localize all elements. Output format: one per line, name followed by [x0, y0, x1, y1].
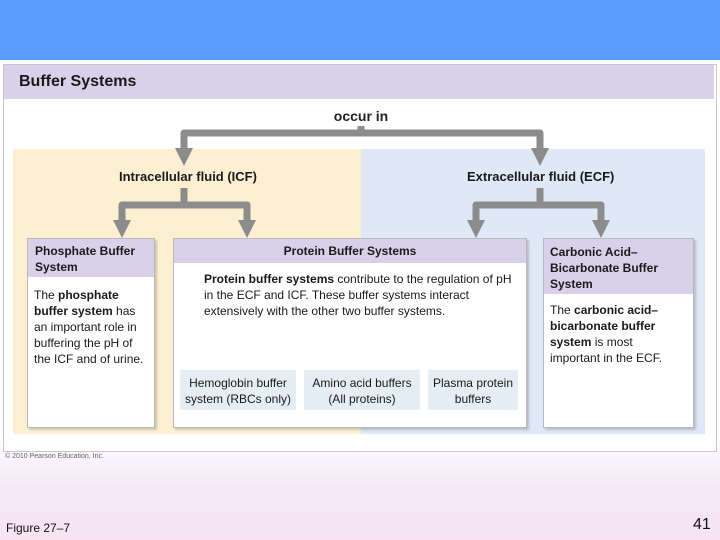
phosphate-title-line2: System	[35, 260, 78, 274]
phosphate-title-line1: Phosphate Buffer	[35, 244, 136, 258]
phosphate-body: The phosphate buffer system has an impor…	[28, 277, 154, 367]
carbonic-title-line2: Bicarbonate Buffer	[550, 261, 659, 275]
hemoglobin-buffer-box: Hemoglobin buffer system (RBCs only)	[180, 370, 296, 410]
panel-title: Buffer Systems	[19, 73, 137, 90]
protein-text-1: Protein buffer systems	[204, 272, 335, 286]
page-number: 41	[693, 516, 711, 533]
phosphate-text-5: has an important role in buffering the p…	[34, 304, 144, 366]
plasma-protein-line1: Plasma protein	[432, 376, 514, 390]
plasma-protein-line2: buffers	[454, 392, 492, 406]
copyright-note: © 2010 Pearson Education, Inc.	[5, 453, 104, 460]
phosphate-buffer-box: Phosphate Buffer System The phosphate bu…	[27, 238, 155, 428]
phosphate-title: Phosphate Buffer System	[28, 239, 154, 277]
amino-acid-buffer-box: Amino acid buffers (All proteins)	[304, 370, 420, 410]
phosphate-text-2: phosphate	[58, 288, 119, 302]
hemoglobin-line2: system (RBCs only)	[184, 392, 291, 406]
figure-label: Figure 27–7	[6, 521, 71, 535]
phosphate-text-4: buffer system	[34, 304, 113, 318]
protein-body: Protein buffer systems contribute to the…	[174, 263, 526, 319]
carbonic-title-line3: System	[550, 277, 593, 291]
panel-header	[4, 65, 714, 99]
carbonic-title-line1: Carbonic Acid–	[550, 245, 638, 259]
protein-title: Protein Buffer Systems	[174, 239, 526, 263]
carbonic-title: Carbonic Acid– Bicarbonate Buffer System	[544, 239, 693, 294]
protein-text-2: contribute to the regulation of pH in th…	[204, 272, 512, 318]
carbonic-text-3: is most important in the ECF.	[550, 335, 663, 365]
amino-acid-line2: (All proteins)	[328, 392, 396, 406]
top-banner	[0, 0, 720, 60]
amino-acid-line1: Amino acid buffers	[312, 376, 412, 390]
plasma-protein-buffer-box: Plasma protein buffers	[428, 370, 518, 410]
carbonic-body: The carbonic acid–bicarbonate buffer sys…	[544, 294, 693, 366]
hemoglobin-line1: Hemoglobin buffer	[189, 376, 287, 390]
ecf-label: Extracellular fluid (ECF)	[467, 169, 615, 184]
phosphate-text-1: The	[34, 288, 59, 302]
carbonic-text-1: The	[550, 303, 575, 317]
carbonic-text-2: carbonic acid–bicarbonate buffer system	[550, 303, 659, 349]
icf-label: Intracellular fluid (ICF)	[119, 169, 257, 184]
occur-in-label: occur in	[322, 106, 400, 126]
carbonic-acid-bicarbonate-box: Carbonic Acid– Bicarbonate Buffer System…	[543, 238, 694, 428]
